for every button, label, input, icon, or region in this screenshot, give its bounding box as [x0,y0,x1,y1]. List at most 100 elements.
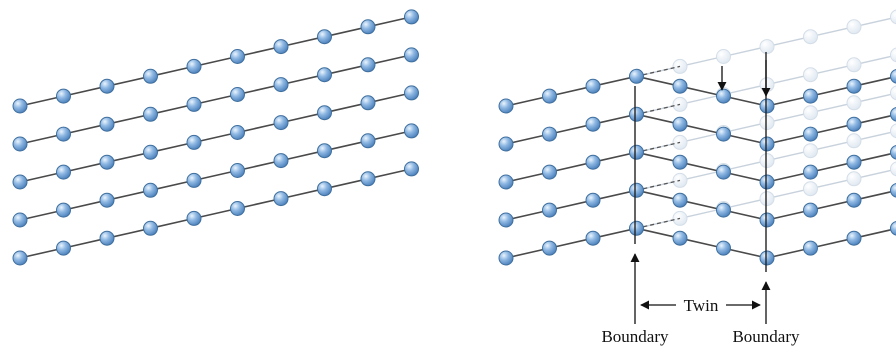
atom [673,79,687,93]
atom [760,137,774,151]
atom [274,192,288,206]
atom [543,165,557,179]
atom [187,211,201,225]
atom [57,241,71,255]
atom [405,86,419,100]
atom [274,116,288,130]
atom [847,79,861,93]
atom [673,231,687,245]
atom [847,155,861,169]
atom [361,96,375,110]
atom [804,241,818,255]
atom [318,68,332,82]
atom [543,89,557,103]
ghost-atom [847,20,861,34]
ghost-atom [804,30,818,44]
atom [274,78,288,92]
ghost-atom [891,48,896,62]
atom [231,126,245,140]
atom [543,127,557,141]
atom [318,106,332,120]
atom [499,99,513,113]
ghost-atom [891,86,896,100]
atom [231,50,245,64]
atom [630,183,644,197]
ghost-atom [847,172,861,186]
ghost-atom [847,96,861,110]
atom [100,231,114,245]
atom [847,117,861,131]
atom [13,213,27,227]
atom [630,221,644,235]
atom [760,175,774,189]
atom [231,164,245,178]
atom [760,251,774,265]
atom [100,155,114,169]
atom [891,221,896,235]
atom [13,99,27,113]
ghost-atom [717,50,731,64]
atom [673,155,687,169]
atom [891,107,896,121]
atom [847,231,861,245]
atom [891,69,896,83]
atom [187,59,201,73]
atom [318,182,332,196]
atom [318,30,332,44]
atom [231,88,245,102]
atom [57,165,71,179]
atom [144,221,158,235]
atom [630,107,644,121]
atom [100,193,114,207]
atom [405,10,419,24]
ghost-atom [804,106,818,120]
atom [187,173,201,187]
atom [847,193,861,207]
twin-label: Twin [684,296,719,315]
atom [499,251,513,265]
atom [100,79,114,93]
ghost-atom [804,144,818,158]
twinned-lattice [499,69,896,265]
atom [586,79,600,93]
atom [100,117,114,131]
atom [717,89,731,103]
atom [543,241,557,255]
atom [891,145,896,159]
atom [187,97,201,111]
ghost-atom [847,58,861,72]
atom [361,20,375,34]
atom [804,127,818,141]
atom [804,89,818,103]
atom [57,203,71,217]
ghost-atom [760,116,774,130]
atom [57,127,71,141]
atom [717,127,731,141]
undeformed-lattice [13,10,419,265]
atom [405,124,419,138]
atom [630,69,644,83]
ghost-atom [804,182,818,196]
atom [673,193,687,207]
ghost-atom [847,134,861,148]
atom [361,58,375,72]
atom [804,203,818,217]
atom [405,48,419,62]
ghost-atom [891,10,896,24]
atom [760,213,774,227]
atom [144,183,158,197]
atom [318,144,332,158]
atom [57,89,71,103]
atom [274,154,288,168]
atom [231,202,245,216]
atom [187,135,201,149]
atom [717,203,731,217]
atom [586,155,600,169]
atom [361,172,375,186]
ghost-atom [891,162,896,176]
atom [891,183,896,197]
atom [499,213,513,227]
atom [144,145,158,159]
atom [586,193,600,207]
